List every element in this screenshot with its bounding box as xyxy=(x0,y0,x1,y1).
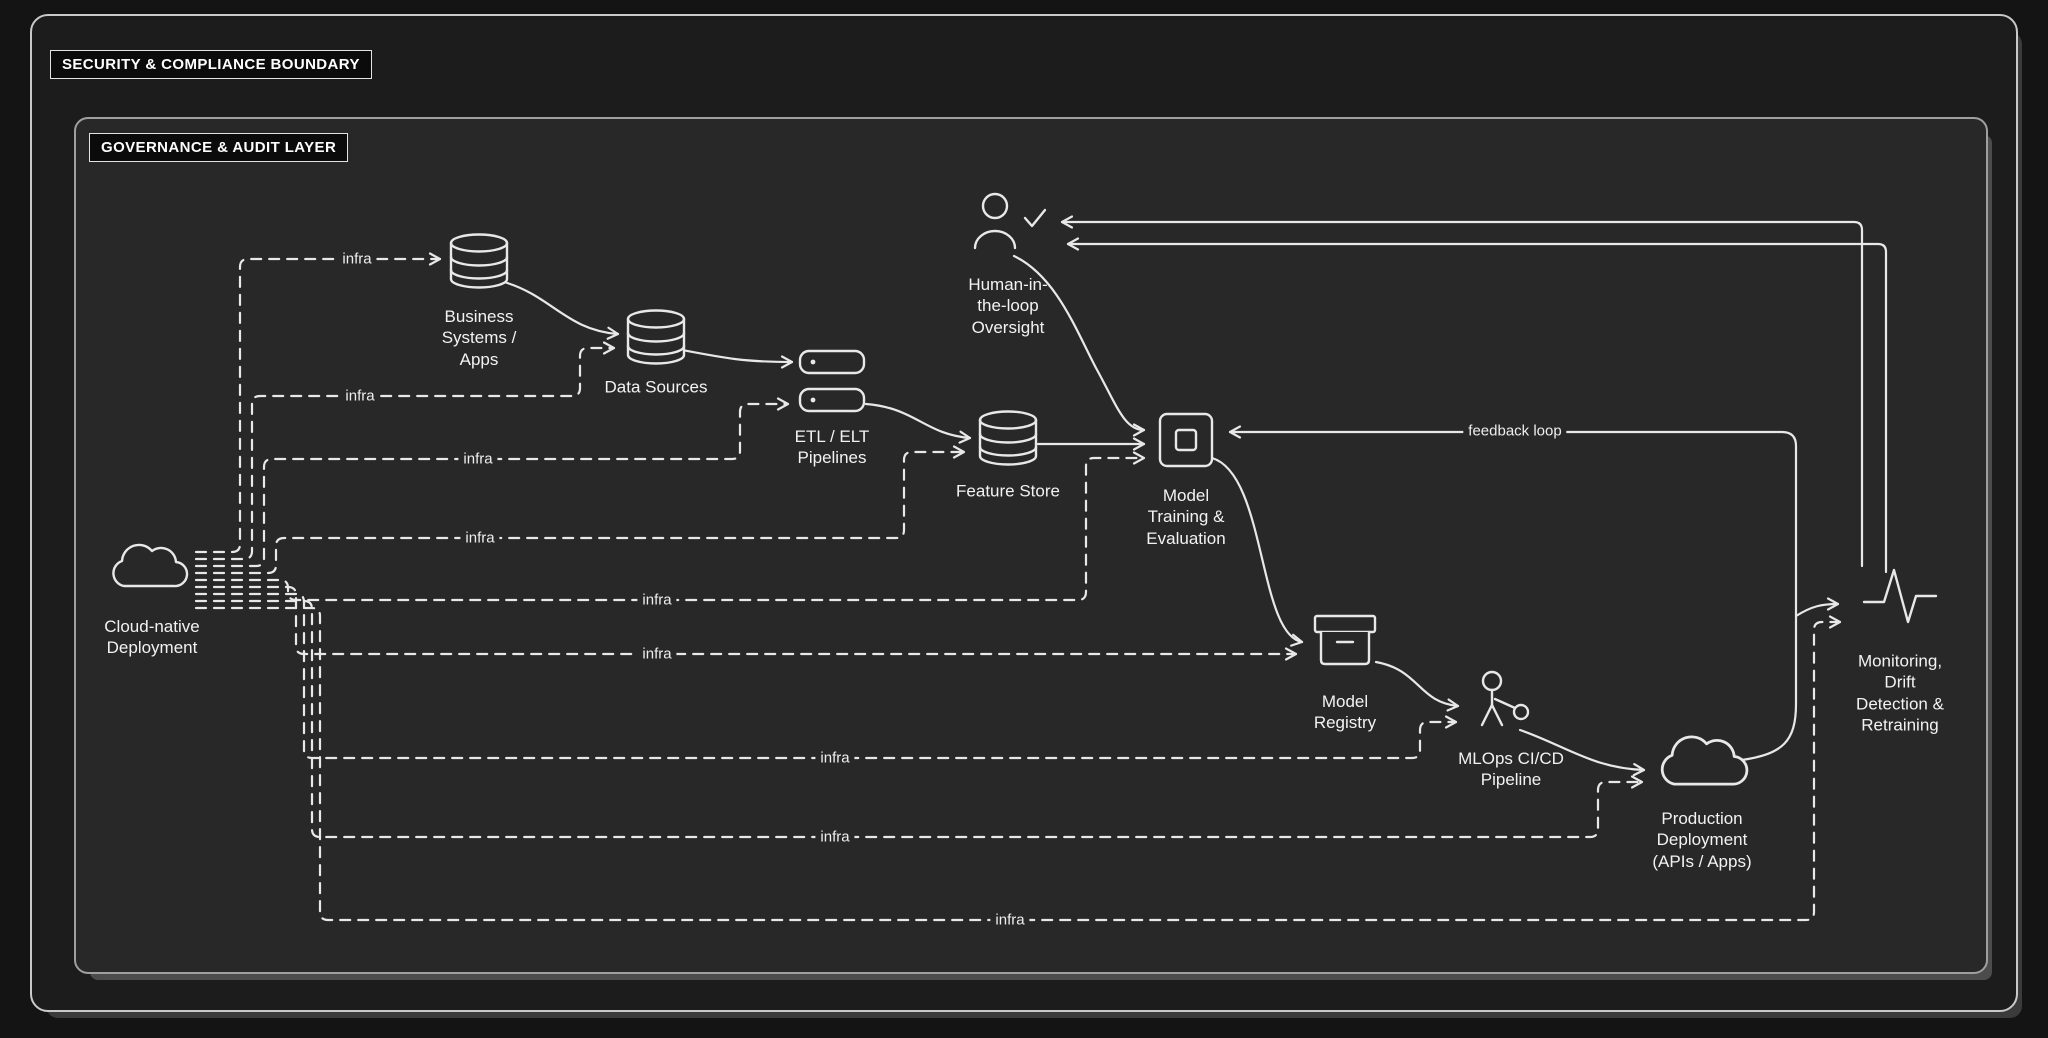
chip-icon xyxy=(1158,412,1214,468)
model-training-label: Model Training & Evaluation xyxy=(1146,486,1226,548)
infra-edge-production xyxy=(194,599,1644,839)
infra-label-5: infra xyxy=(637,591,677,609)
pulse-icon xyxy=(1862,568,1938,624)
infra-edge-etl xyxy=(194,397,790,568)
flow-training-to-registry xyxy=(1210,456,1304,647)
infra-edge-mlops xyxy=(194,592,1458,760)
database-icon xyxy=(626,309,686,365)
database-icon xyxy=(449,233,509,289)
production-deployment-label: Production Deployment (APIs / Apps) xyxy=(1652,809,1752,871)
infra-edges xyxy=(194,252,1842,922)
flow-datasources-to-etl xyxy=(680,348,794,369)
data-sources-label: Data Sources xyxy=(604,377,708,397)
data-sources-node xyxy=(626,309,686,365)
infra-label-6: infra xyxy=(637,645,677,663)
infra-label-8: infra xyxy=(815,828,855,846)
flow-mlops-to-production xyxy=(1518,728,1646,777)
security-boundary-label: SECURITY & COMPLIANCE BOUNDARY xyxy=(50,50,372,79)
flow-etl-to-featurestore xyxy=(864,402,972,444)
flow-business-to-datasources xyxy=(502,280,620,340)
infra-label-3: infra xyxy=(458,450,498,468)
feedback-loop-label: feedback loop xyxy=(1463,422,1567,440)
mlops-pipeline-label: MLOps CI/CD Pipeline xyxy=(1458,748,1564,789)
flow-registry-to-mlops xyxy=(1374,660,1460,712)
cloud-native-deployment-label: Cloud-native Deployment xyxy=(104,616,200,657)
model-registry-node xyxy=(1313,614,1377,666)
governance-layer-label: GOVERNANCE & AUDIT LAYER xyxy=(89,133,349,162)
infra-edge-monitoring xyxy=(194,606,1842,922)
governance-audit-layer: GOVERNANCE & AUDIT LAYER xyxy=(74,117,1988,974)
database-icon xyxy=(978,410,1038,466)
infra-label-4: infra xyxy=(460,529,500,547)
flow-human-to-training xyxy=(1012,254,1146,437)
infra-label-2: infra xyxy=(340,387,380,405)
feature-store-node xyxy=(978,410,1038,466)
flow-edges xyxy=(502,215,1888,777)
cloud-icon xyxy=(112,543,189,588)
human-oversight-node xyxy=(973,192,1047,250)
person-check-icon xyxy=(973,192,1047,250)
flow-production-to-monitoring xyxy=(1794,597,1840,618)
human-oversight-label: Human-in- the-loop Oversight xyxy=(968,275,1048,337)
stacked-pipelines-icon xyxy=(798,349,866,413)
archive-box-icon xyxy=(1313,614,1377,666)
flow-monitoring-to-human-1 xyxy=(1060,215,1864,568)
cloud-native-deployment-node xyxy=(112,543,189,588)
infra-edge-data-sources xyxy=(194,341,616,561)
infra-edge-model-training xyxy=(194,451,1146,602)
person-node-icon xyxy=(1480,670,1530,727)
etl-pipelines-label: ETL / ELT Pipelines xyxy=(794,426,870,467)
business-systems-node xyxy=(449,233,509,289)
cloud-icon xyxy=(1660,735,1749,786)
business-systems-label: Business Systems / Apps xyxy=(441,307,517,369)
infra-edge-model-registry xyxy=(194,585,1298,661)
etl-pipelines-node xyxy=(798,349,866,413)
monitoring-label: Monitoring, Drift Detection & Retraining xyxy=(1856,651,1944,735)
flow-monitoring-to-human-2 xyxy=(1066,237,1888,574)
feature-store-label: Feature Store xyxy=(956,481,1060,501)
monitoring-node xyxy=(1862,568,1938,624)
security-compliance-boundary: SECURITY & COMPLIANCE BOUNDARY GOVERNANC… xyxy=(30,14,2018,1012)
mlops-pipeline-node xyxy=(1480,670,1530,727)
infra-label-9: infra xyxy=(990,911,1030,929)
infra-label-1: infra xyxy=(337,250,377,268)
infra-label-7: infra xyxy=(815,749,855,767)
model-training-node xyxy=(1158,412,1214,468)
flow-production-feedback-to-training xyxy=(1228,425,1798,762)
infra-edge-feature-store xyxy=(194,445,966,575)
infra-edge-business-systems xyxy=(194,252,442,554)
production-deployment-node xyxy=(1660,735,1749,786)
model-registry-label: Model Registry xyxy=(1313,691,1377,732)
